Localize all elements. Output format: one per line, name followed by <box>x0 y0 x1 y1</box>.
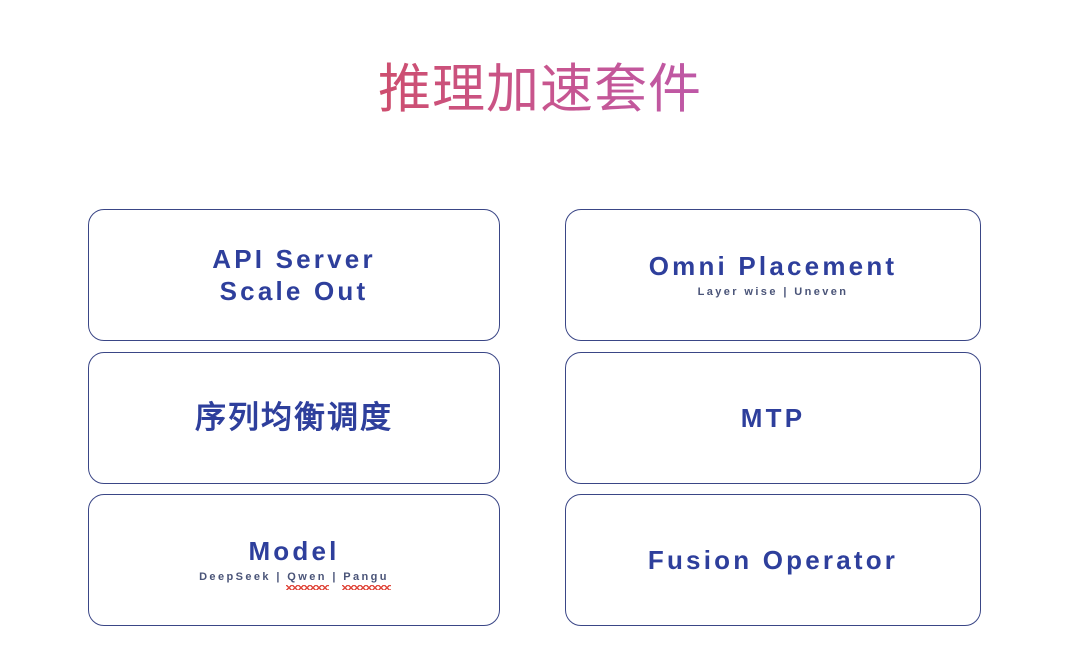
subtitle-separator: | <box>276 571 282 583</box>
subtitle-part-qwen-misspelled: Qwen <box>286 571 329 590</box>
subtitle-separator: | <box>332 571 338 583</box>
card-mtp[interactable]: MTP <box>565 352 981 484</box>
card-model[interactable]: Model DeepSeek | Qwen | Pangu <box>88 494 500 626</box>
card-title: Model <box>248 536 340 566</box>
subtitle-part-uneven: Uneven <box>794 286 849 298</box>
card-subtitle: DeepSeek | Qwen | Pangu <box>199 569 391 590</box>
card-title: 序列均衡调度 <box>195 400 393 435</box>
card-title: API Server Scale Out <box>212 244 376 306</box>
card-api-server-scale-out[interactable]: API Server Scale Out <box>88 209 500 341</box>
subtitle-separator: | <box>783 286 789 298</box>
subtitle-part-pangu-misspelled: Pangu <box>342 571 391 590</box>
card-grid: API Server Scale Out Omni Placement Laye… <box>88 209 981 627</box>
card-fusion-operator[interactable]: Fusion Operator <box>565 494 981 626</box>
subtitle-part-deepseek: DeepSeek <box>199 571 271 583</box>
card-title: Omni Placement <box>648 251 898 281</box>
card-subtitle: Layer wise | Uneven <box>698 284 849 300</box>
card-title: Fusion Operator <box>647 545 899 575</box>
card-sequence-balanced-scheduling[interactable]: 序列均衡调度 <box>88 352 500 484</box>
card-omni-placement[interactable]: Omni Placement Layer wise | Uneven <box>565 209 981 341</box>
card-title: MTP <box>740 403 806 433</box>
subtitle-part-layer-wise: Layer wise <box>697 286 778 298</box>
page-title: 推理加速套件 <box>0 56 1080 124</box>
